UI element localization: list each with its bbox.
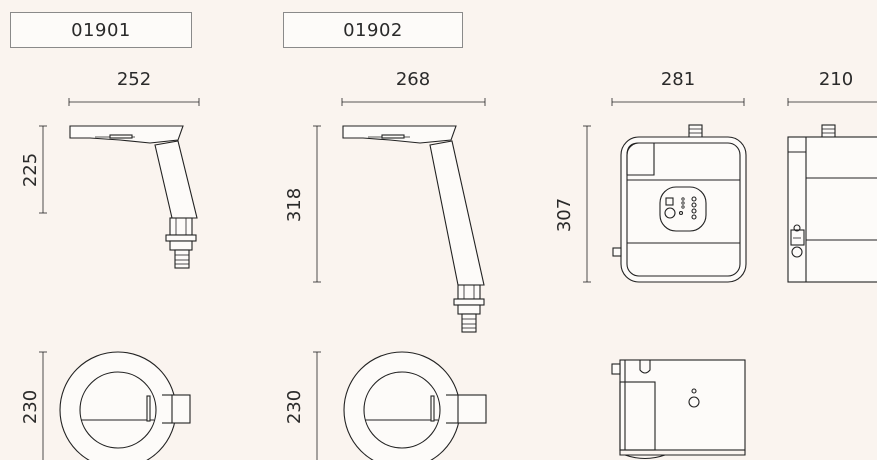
dim-depth-box: 210 [819,69,853,90]
driver-box-front-view [612,124,747,283]
luminaire-01901-top-view [59,351,191,460]
dim-width-01901: 252 [117,69,151,90]
dim-height-box: 307 [554,198,575,232]
dim-width-01902: 268 [396,69,430,90]
product-code-01901: 01901 [10,12,192,48]
product-code-label: 01901 [71,19,131,41]
product-code-label: 01902 [343,19,403,41]
product-code-01902: 01902 [283,12,463,48]
luminaire-01901-side-view [69,125,198,269]
dim-height-01901: 225 [20,153,41,187]
dim-height-01902: 318 [284,188,305,222]
luminaire-01902-top-view [343,351,487,460]
dimension-lines [39,98,877,460]
dim-width-box: 281 [661,69,695,90]
driver-box-side-view [787,124,877,283]
dim-ring-01901: 230 [20,390,41,424]
driver-box-top-view [611,359,746,460]
luminaire-01902-side-view [342,125,485,333]
dim-ring-01902: 230 [284,390,305,424]
